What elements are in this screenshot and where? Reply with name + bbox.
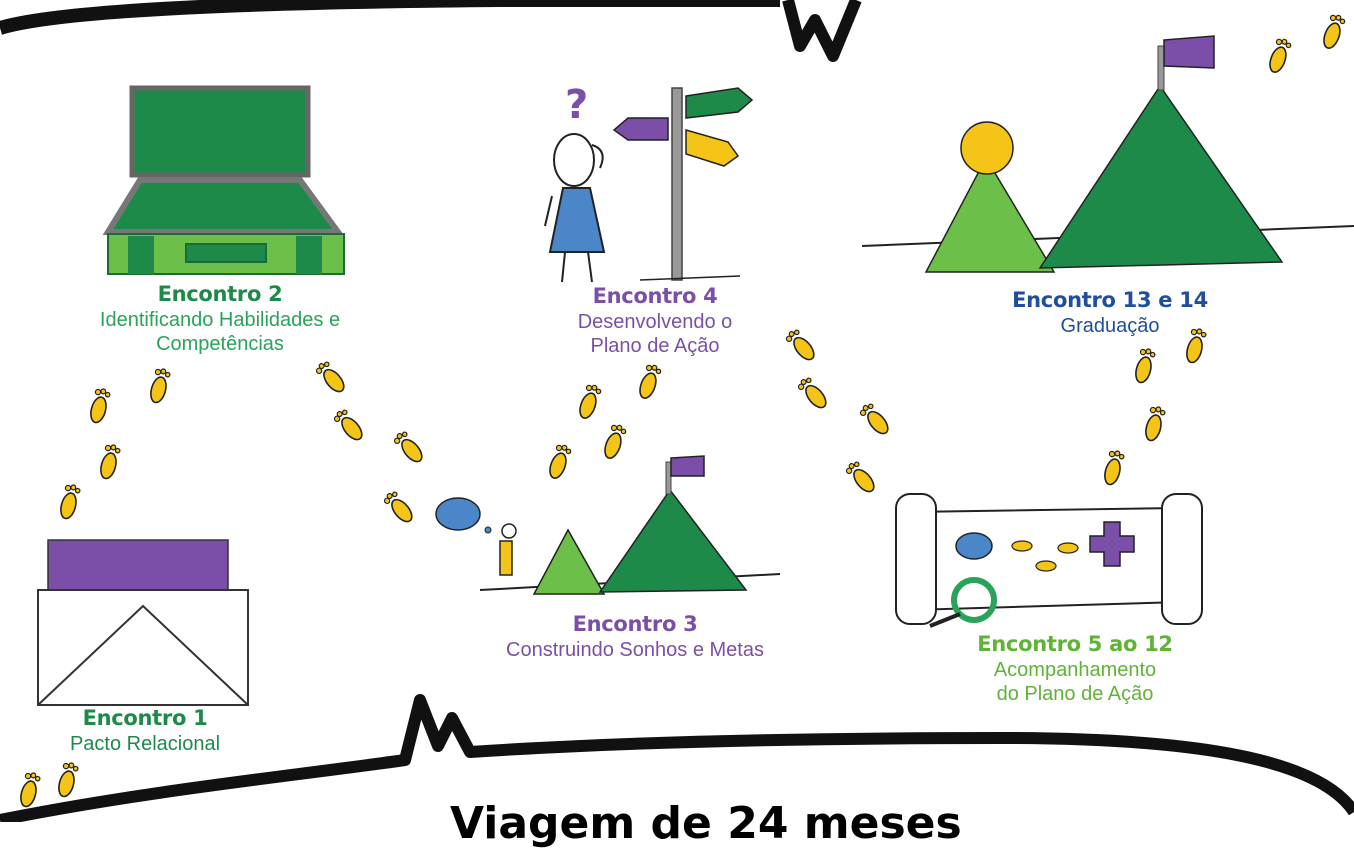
station-5-label: Encontro 5 ao 12 Acompanhamento do Plano… [960,632,1190,706]
journey-scene: ? [0,0,1354,822]
top-border [0,0,780,35]
suitcase-icon [102,85,345,275]
signpost-icon [612,87,754,281]
station-1-subtitle: Pacto Relacional [69,732,221,755]
envelope-icon [37,539,249,706]
scroll-map-icon [895,493,1203,628]
station-4-label: Encontro 4 Desenvolvendo o Plano de Ação [540,284,770,358]
station-6-subtitle: Graduação [1060,314,1160,337]
mountains-icon [435,455,781,595]
station-1-title: Encontro 1 [82,706,208,730]
station-4-title: Encontro 4 [592,284,718,308]
thinking-person-icon: ? [544,82,606,283]
station-3-subtitle: Construindo Sonhos e Metas [506,638,764,661]
station-4-subtitle: Desenvolvendo o Plano de Ação [577,310,733,357]
station-5-subtitle: Acompanhamento do Plano de Ação [993,658,1157,705]
station-6-title: Encontro 13 e 14 [1012,288,1208,312]
station-2-subtitle: Identificando Habilidades e Competências [99,308,341,355]
mountains-icon [861,35,1354,273]
bottom-border-zigzag [0,694,1354,822]
svg-text:?: ? [565,82,588,128]
station-2-label: Encontro 2 Identificando Habilidades e C… [70,282,370,356]
station-2-title: Encontro 2 [157,282,283,306]
station-6-label: Encontro 13 e 14 Graduação [990,288,1230,338]
station-3-label: Encontro 3 Construindo Sonhos e Metas [460,612,810,662]
station-3-title: Encontro 3 [572,612,698,636]
station-1-label: Encontro 1 Pacto Relacional [40,706,250,756]
top-border-zigzag [782,0,862,62]
station-5-title: Encontro 5 ao 12 [977,632,1173,656]
journey-duration-title: Viagem de 24 meses [450,798,962,849]
